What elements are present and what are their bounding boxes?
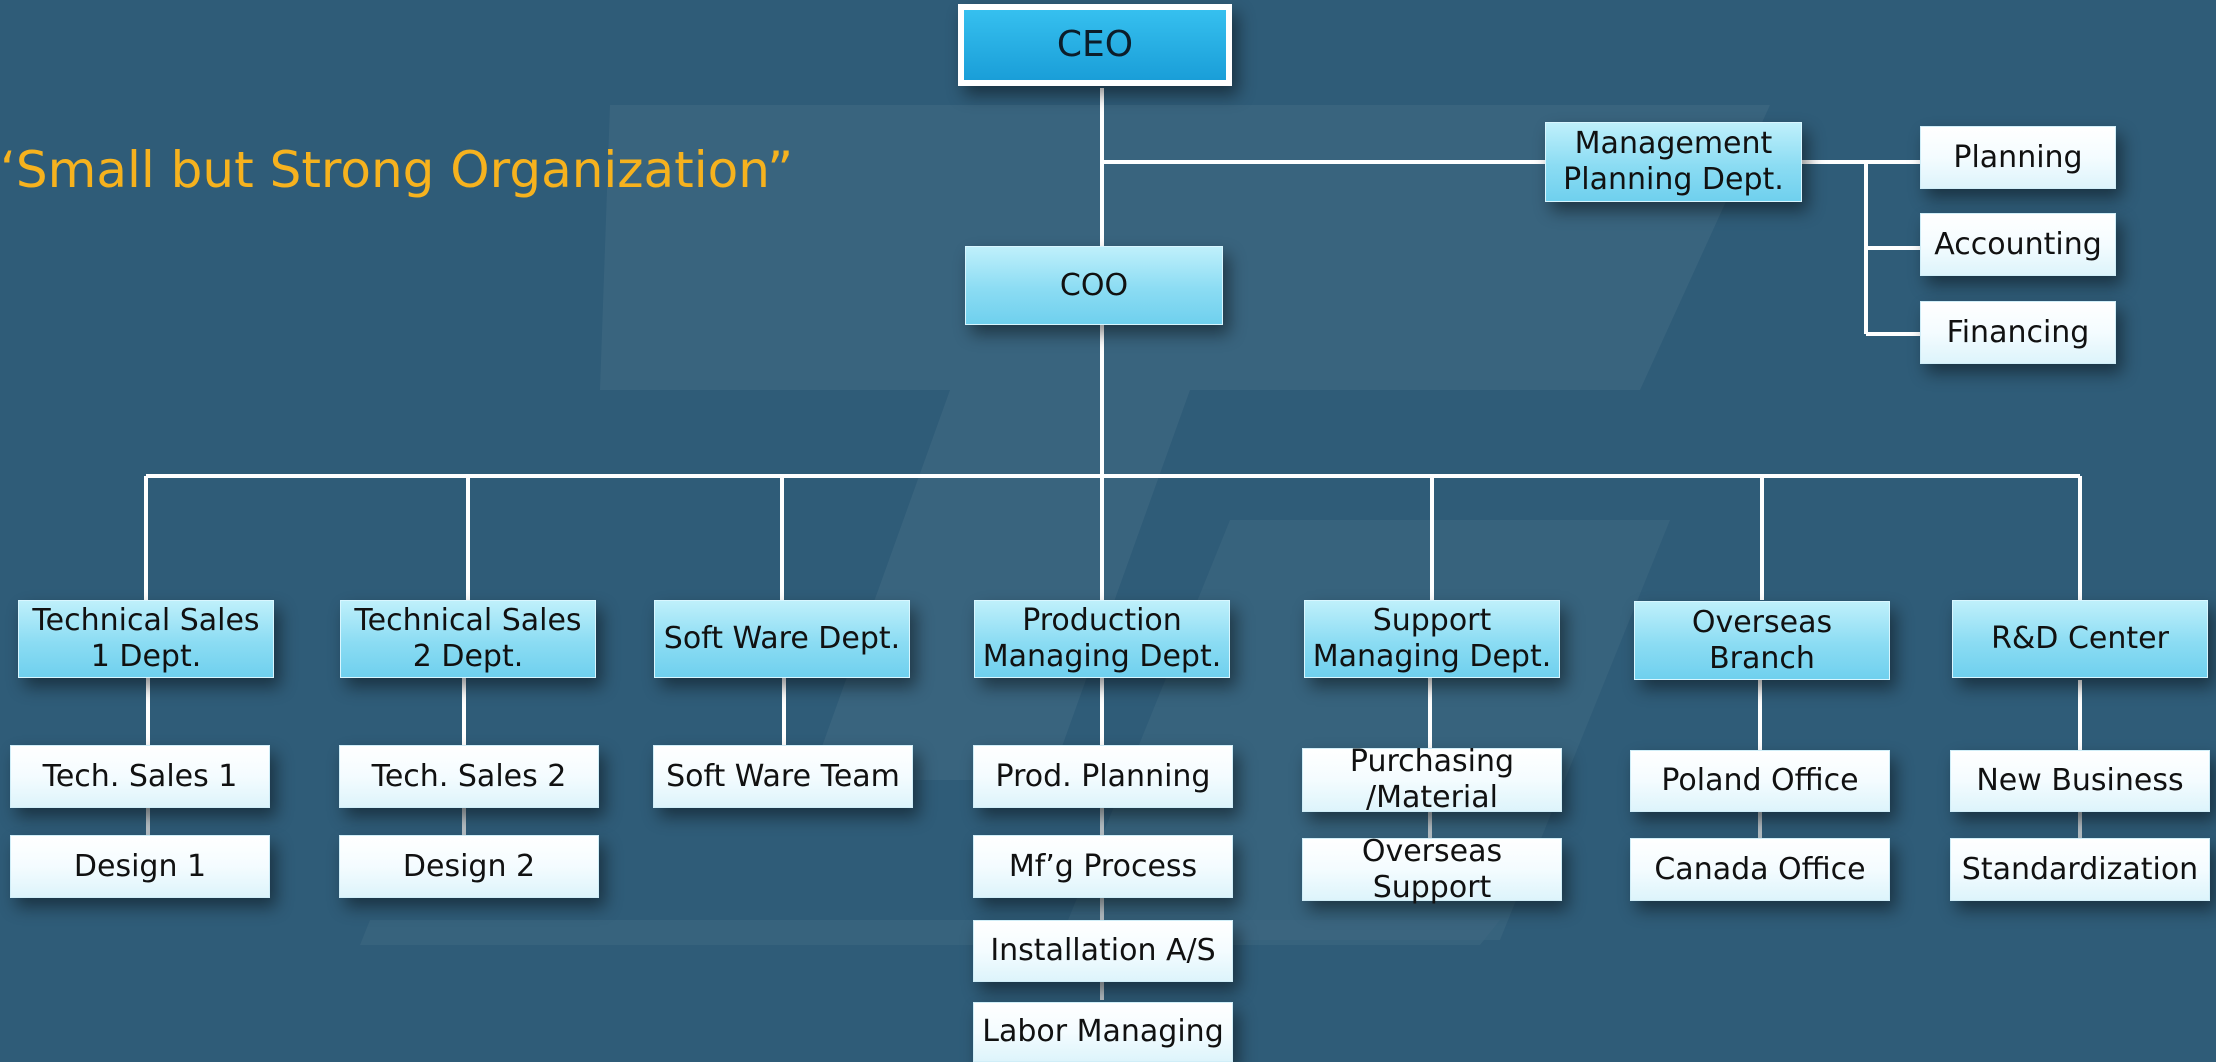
poland-office-label: Poland Office <box>1661 763 1859 798</box>
prod-planning-label: Prod. Planning <box>995 758 1211 794</box>
software-dept-box: Soft Ware Dept. <box>654 600 910 678</box>
overseas-support-box: Overseas Support <box>1302 834 1562 905</box>
software-team-label: Soft Ware Team <box>666 758 900 794</box>
purchasing-material-box: Purchasing /Material <box>1302 744 1562 815</box>
overseas-branch-label: Overseas Branch <box>1691 604 1833 676</box>
technical-sales-1-dept-box: Technical Sales 1 Dept. <box>18 600 274 678</box>
labor-managing-box: Labor Managing <box>973 1002 1233 1062</box>
financing-label: Financing <box>1946 314 2090 350</box>
standardization-label: Standardization <box>1961 851 2199 887</box>
planning-box: Planning <box>1920 126 2116 189</box>
software-dept-label: Soft Ware Dept. <box>663 621 901 656</box>
mfg-process-box: Mf’g Process <box>973 835 1233 898</box>
tech-sales-1-box: Tech. Sales 1 <box>10 745 270 808</box>
design-1-label: Design 1 <box>73 848 207 884</box>
management-planning-dept-box: Management Planning Dept. <box>1545 122 1802 202</box>
mfg-process-label: Mf’g Process <box>1008 848 1198 884</box>
ceo-label: CEO <box>1056 24 1134 66</box>
design-1-box: Design 1 <box>10 835 270 898</box>
accounting-box: Accounting <box>1920 213 2116 276</box>
design-2-label: Design 2 <box>402 848 536 884</box>
installation-as-box: Installation A/S <box>973 920 1233 982</box>
production-managing-dept-box: Production Managing Dept. <box>974 600 1230 678</box>
accounting-label: Accounting <box>1934 226 2102 262</box>
purchasing-material-label: Purchasing /Material <box>1349 744 1515 815</box>
labor-managing-label: Labor Managing <box>982 1014 1224 1049</box>
prod-planning-box: Prod. Planning <box>973 745 1233 808</box>
design-2-box: Design 2 <box>339 835 599 898</box>
installation-as-label: Installation A/S <box>990 933 1216 968</box>
tech-sales-2-box: Tech. Sales 2 <box>339 745 599 808</box>
new-business-box: New Business <box>1950 750 2210 812</box>
software-team-box: Soft Ware Team <box>653 745 913 808</box>
rnd-center-box: R&D Center <box>1952 600 2208 678</box>
planning-label: Planning <box>1953 139 2083 175</box>
poland-office-box: Poland Office <box>1630 750 1890 812</box>
standardization-box: Standardization <box>1950 838 2210 901</box>
support-managing-dept-label: Support Managing Dept. <box>1312 603 1552 674</box>
canada-office-box: Canada Office <box>1630 838 1890 901</box>
new-business-label: New Business <box>1976 763 2184 798</box>
canada-office-label: Canada Office <box>1654 851 1866 887</box>
management-planning-dept-label: Management Planning Dept. <box>1563 126 1784 197</box>
technical-sales-1-dept-label: Technical Sales 1 Dept. <box>32 603 260 674</box>
technical-sales-2-dept-label: Technical Sales 2 Dept. <box>354 603 582 674</box>
slogan-title: ‘Small but Strong Organization” <box>0 141 794 199</box>
tech-sales-2-label: Tech. Sales 2 <box>371 758 567 794</box>
technical-sales-2-dept-box: Technical Sales 2 Dept. <box>340 600 596 678</box>
rnd-center-label: R&D Center <box>1991 621 2169 656</box>
overseas-branch-box: Overseas Branch <box>1634 601 1890 680</box>
financing-box: Financing <box>1920 301 2116 364</box>
coo-label: COO <box>1059 267 1129 303</box>
ceo-box: CEO <box>958 4 1232 86</box>
production-managing-dept-label: Production Managing Dept. <box>982 603 1222 674</box>
overseas-support-label: Overseas Support <box>1361 833 1503 905</box>
tech-sales-1-label: Tech. Sales 1 <box>42 758 238 794</box>
support-managing-dept-box: Support Managing Dept. <box>1304 600 1560 678</box>
coo-box: COO <box>965 246 1223 325</box>
